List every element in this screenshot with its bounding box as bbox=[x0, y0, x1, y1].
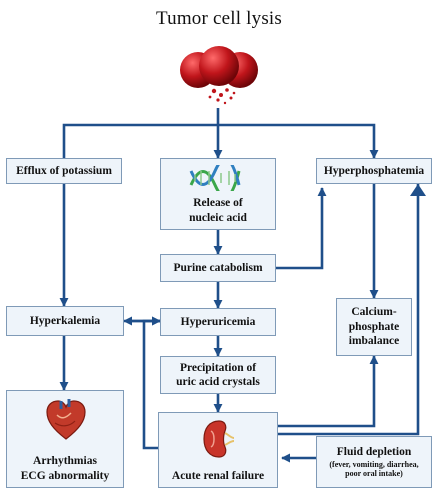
precipitation-box: Precipitation of uric acid crystals bbox=[160, 356, 276, 394]
calcium-phosphate-box: Calcium- phosphate imbalance bbox=[336, 298, 412, 356]
hyperphosphatemia-box: Hyperphosphatemia bbox=[316, 158, 432, 184]
arrhythmias-box: Arrhythmias ECG abnormality bbox=[6, 390, 124, 488]
calcium-line-3: imbalance bbox=[348, 335, 400, 348]
hyperuricemia-box: Hyperuricemia bbox=[160, 308, 276, 336]
purine-catabolism-label: Purine catabolism bbox=[173, 261, 263, 274]
calcium-line-2: phosphate bbox=[348, 320, 400, 333]
hyperkalemia-label: Hyperkalemia bbox=[29, 314, 101, 327]
precipitation-line-1: Precipitation of bbox=[179, 361, 257, 374]
arrow-renal-feedback bbox=[142, 316, 161, 450]
release-line-1: Release of bbox=[193, 197, 243, 210]
precipitation-line-2: uric acid crystals bbox=[176, 376, 260, 388]
hyperphosphatemia-label: Hyperphosphatemia bbox=[323, 164, 425, 177]
fluid-sub-line-2: poor oral intake) bbox=[345, 469, 403, 479]
purine-catabolism-box: Purine catabolism bbox=[160, 254, 276, 282]
fluid-depletion-label: Fluid depletion bbox=[336, 446, 412, 459]
diagram-title: Tumor cell lysis bbox=[155, 8, 282, 29]
fluid-sub-line-1: (fever, vomiting, diarrhea, bbox=[329, 459, 419, 469]
calcium-line-1: Calcium- bbox=[351, 306, 397, 319]
release-line-2: nucleic acid bbox=[189, 211, 247, 224]
arrhythmias-line-2: ECG abnormality bbox=[20, 469, 110, 482]
arrowhead-hyperphos-right bbox=[410, 184, 426, 196]
kidney-icon bbox=[203, 420, 235, 458]
tumor-cells-icon bbox=[180, 46, 258, 105]
release-nucleic-acid-box: Release of nucleic acid bbox=[160, 158, 276, 230]
dna-helix-icon bbox=[189, 165, 241, 191]
arrow-purine-hyperphosphatemia bbox=[276, 187, 327, 270]
hyperuricemia-label: Hyperuricemia bbox=[180, 315, 256, 328]
fluid-depletion-box: Fluid depletion (fever, vomiting, diarrh… bbox=[316, 436, 432, 488]
hyperkalemia-box: Hyperkalemia bbox=[6, 306, 124, 336]
arrow-renal-calcium bbox=[278, 355, 379, 428]
arrhythmias-line-1: Arrhythmias bbox=[33, 455, 97, 468]
acute-renal-failure-box: Acute renal failure bbox=[158, 412, 278, 488]
heart-icon bbox=[46, 399, 86, 440]
acute-renal-failure-label: Acute renal failure bbox=[171, 469, 265, 482]
efflux-potassium-label: Efflux of potassium bbox=[16, 164, 112, 177]
efflux-potassium-box: Efflux of potassium bbox=[6, 158, 122, 184]
